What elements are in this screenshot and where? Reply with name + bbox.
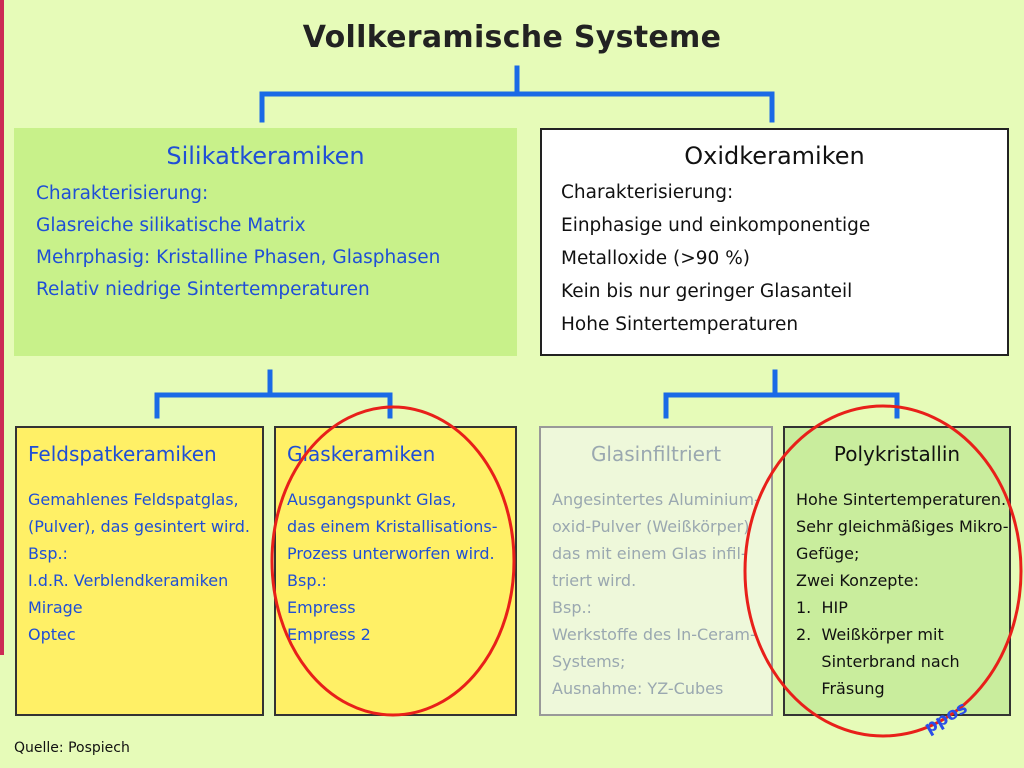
glasinfiltriert-title: Glasinfiltriert — [590, 442, 722, 466]
glasinfiltriert-line: Systems; — [552, 652, 626, 671]
glasinfiltriert-line: Werkstoffe des In-Ceram- — [552, 625, 756, 644]
oxidkeramiken-box: Oxidkeramiken Charakterisierung: Einphas… — [540, 128, 1009, 356]
connector-root — [259, 65, 775, 123]
polykristallin-line: Sinterbrand nach — [796, 652, 960, 671]
silikatkeramiken-line: Relativ niedrige Sintertemperaturen — [36, 279, 370, 300]
polykristallin-line: Hohe Sintertemperaturen. — [796, 490, 1007, 509]
polykristallin-line: Fräsung — [796, 679, 885, 698]
page-title: Vollkeramische Systeme — [302, 20, 722, 55]
feldspatkeramiken-line: Optec — [28, 625, 76, 644]
glaskeramiken-box: Glaskeramiken Ausgangspunkt Glas, das ei… — [274, 426, 517, 716]
silikatkeramiken-line: Mehrphasig: Kristalline Phasen, Glasphas… — [36, 247, 441, 268]
left-accent-bar — [0, 0, 4, 655]
oxidkeramiken-line: Hohe Sintertemperaturen — [561, 314, 799, 335]
glasinfiltriert-line: oxid-Pulver (Weißkörper) — [552, 517, 750, 536]
oxidkeramiken-line: Metalloxide (>90 %) — [561, 248, 750, 269]
silikatkeramiken-line: Charakterisierung: — [36, 183, 209, 204]
glasinfiltriert-line: das mit einem Glas infil- — [552, 544, 747, 563]
feldspatkeramiken-title: Feldspatkeramiken — [28, 442, 217, 466]
oxidkeramiken-line: Kein bis nur geringer Glasanteil — [561, 281, 853, 302]
glasinfiltriert-line: triert wird. — [552, 571, 637, 590]
connector-silikat — [154, 369, 393, 419]
glaskeramiken-line: Ausgangspunkt Glas, — [287, 490, 457, 509]
glasinfiltriert-line: Ausnahme: YZ-Cubes — [552, 679, 724, 698]
glaskeramiken-line: Empress 2 — [287, 625, 371, 644]
connector-oxid — [663, 369, 900, 419]
glasinfiltriert-line: Angesintertes Aluminium- — [552, 490, 760, 509]
feldspatkeramiken-line: I.d.R. Verblendkeramiken — [28, 571, 229, 590]
polykristallin-line: Sehr gleichmäßiges Mikro- — [796, 517, 1009, 536]
polykristallin-box: Polykristallin Hohe Sintertemperaturen. … — [783, 426, 1011, 716]
feldspatkeramiken-line: Bsp.: — [28, 544, 68, 563]
glaskeramiken-line: das einem Kristallisations- — [287, 517, 498, 536]
polykristallin-line: 1. HIP — [796, 598, 848, 617]
oxidkeramiken-line: Charakterisierung: — [561, 182, 734, 203]
feldspatkeramiken-line: Gemahlenes Feldspatglas, — [28, 490, 239, 509]
glaskeramiken-line: Empress — [287, 598, 356, 617]
oxidkeramiken-title: Oxidkeramiken — [684, 142, 865, 170]
source-caption: Quelle: Pospiech — [14, 740, 130, 756]
silikatkeramiken-line: Glasreiche silikatische Matrix — [36, 215, 306, 236]
silikatkeramiken-title: Silikatkeramiken — [166, 142, 365, 170]
feldspatkeramiken-box: Feldspatkeramiken Gemahlenes Feldspatgla… — [15, 426, 264, 716]
glasinfiltriert-box: Glasinfiltriert Angesintertes Aluminium-… — [539, 426, 773, 716]
silikatkeramiken-box: Silikatkeramiken Charakterisierung: Glas… — [14, 128, 517, 356]
glasinfiltriert-line: Bsp.: — [552, 598, 592, 617]
polykristallin-line: 2. Weißkörper mit — [796, 625, 944, 644]
feldspatkeramiken-line: (Pulver), das gesintert wird. — [28, 517, 250, 536]
glaskeramiken-title: Glaskeramiken — [287, 442, 436, 466]
oxidkeramiken-line: Einphasige und einkomponentige — [561, 215, 871, 236]
polykristallin-line: Zwei Konzepte: — [796, 571, 919, 590]
polykristallin-title: Polykristallin — [833, 442, 961, 466]
feldspatkeramiken-line: Mirage — [28, 598, 83, 617]
glaskeramiken-line: Prozess unterworfen wird. — [287, 544, 495, 563]
glaskeramiken-line: Bsp.: — [287, 571, 327, 590]
polykristallin-line: Gefüge; — [796, 544, 860, 563]
